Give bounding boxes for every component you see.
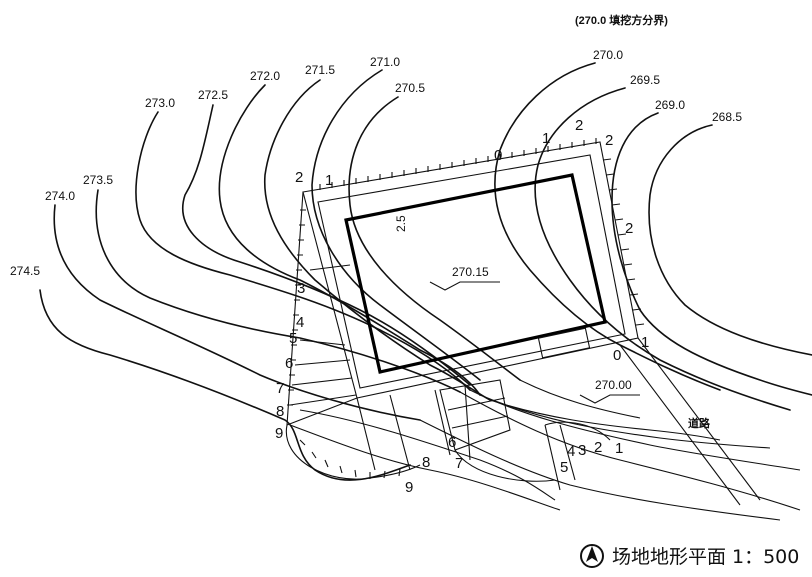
entry-block bbox=[537, 327, 591, 359]
fill-cut-boundary-note: (270.0 填挖方分界) bbox=[575, 13, 668, 27]
contour-label: 270.0 bbox=[593, 48, 623, 62]
contour-label: 271.0 bbox=[370, 55, 400, 69]
drawing-scale: 1：500 bbox=[732, 546, 799, 568]
tick-number: 9 bbox=[275, 425, 283, 442]
edge-ticks bbox=[287, 138, 645, 479]
contour-label: 272.5 bbox=[198, 88, 228, 102]
tick-number: 1 bbox=[641, 334, 649, 351]
contour-label: 273.5 bbox=[83, 173, 113, 187]
contour-label: 274.0 bbox=[45, 189, 75, 203]
tick-number: 2 bbox=[594, 439, 602, 456]
elevation-marker-lower: 270.00 bbox=[579, 378, 640, 404]
contour-269-5 bbox=[534, 87, 791, 411]
tick-number: 2 bbox=[625, 220, 633, 237]
contour-268-5 bbox=[648, 124, 812, 356]
site-platform bbox=[285, 141, 761, 506]
tick-number: 6 bbox=[285, 355, 293, 372]
tick-number: 2 bbox=[605, 132, 613, 149]
contour-269-0 bbox=[611, 112, 812, 396]
lower-elevation-label: 270.00 bbox=[595, 378, 632, 392]
contour-274-5 bbox=[39, 289, 411, 481]
contour-label: 272.0 bbox=[250, 69, 280, 83]
tick-number: 3 bbox=[578, 442, 586, 459]
tick-number: 4 bbox=[296, 314, 304, 331]
tick-number: 4 bbox=[567, 443, 575, 460]
elevation-marker-upper: 270.15 bbox=[429, 265, 500, 291]
building-footprint bbox=[344, 173, 607, 374]
tick-number: 2 bbox=[295, 169, 303, 186]
road-label: 道路 bbox=[688, 416, 711, 430]
top-edge-numbers: 2 1 0 1 2 2 bbox=[295, 117, 613, 189]
tick-number: 9 bbox=[405, 479, 413, 496]
contour-272-0 bbox=[218, 84, 481, 396]
bottom-numbers: 9 8 7 6 5 4 3 2 1 bbox=[405, 434, 623, 496]
contour-270-5 bbox=[348, 96, 521, 381]
tick-number: 7 bbox=[455, 455, 463, 472]
tick-number: 7 bbox=[276, 380, 284, 397]
ramp bbox=[439, 379, 511, 451]
tick-number: 0 bbox=[494, 147, 502, 164]
contour-label: 269.5 bbox=[630, 73, 660, 87]
slope-label: 2.5 bbox=[394, 215, 408, 232]
tick-number: 6 bbox=[448, 434, 456, 451]
platform-inner-boundary bbox=[317, 154, 626, 389]
tick-number: 8 bbox=[276, 403, 284, 420]
contour-label: 271.5 bbox=[305, 63, 335, 77]
contour-label: 274.5 bbox=[10, 264, 40, 278]
tick-number: 1 bbox=[325, 172, 333, 189]
right-edge-numbers: 2 1 0 bbox=[613, 220, 649, 364]
tick-number: 3 bbox=[297, 280, 305, 297]
left-edge-numbers: 3 4 5 6 7 8 9 bbox=[275, 280, 305, 442]
tick-number: 0 bbox=[613, 347, 621, 364]
contour-label: 268.5 bbox=[712, 110, 742, 124]
contour-272-5 bbox=[182, 104, 471, 386]
contour-273-0 bbox=[135, 111, 471, 391]
platform-elevation-label: 270.15 bbox=[452, 265, 489, 279]
contour-270-0 bbox=[494, 62, 721, 391]
contour-273-5 bbox=[95, 189, 461, 393]
tick-number: 2 bbox=[575, 117, 583, 134]
tick-number: 5 bbox=[560, 459, 568, 476]
tick-number: 5 bbox=[289, 330, 297, 347]
tick-number: 1 bbox=[615, 440, 623, 457]
contour-label: 270.5 bbox=[395, 81, 425, 95]
tick-number: 1 bbox=[542, 130, 550, 147]
contour-label: 269.0 bbox=[655, 98, 685, 112]
drawing-title: 场地地形平面 bbox=[612, 546, 726, 568]
contour-label-group: 274.5 274.0 273.5 273.0 272.5 272.0 271.… bbox=[10, 48, 742, 278]
contour-lines bbox=[39, 62, 812, 521]
contour-274-0 bbox=[53, 204, 421, 421]
contour-label: 273.0 bbox=[145, 96, 175, 110]
tick-number: 8 bbox=[422, 454, 430, 471]
north-arrow-icon bbox=[580, 544, 604, 568]
